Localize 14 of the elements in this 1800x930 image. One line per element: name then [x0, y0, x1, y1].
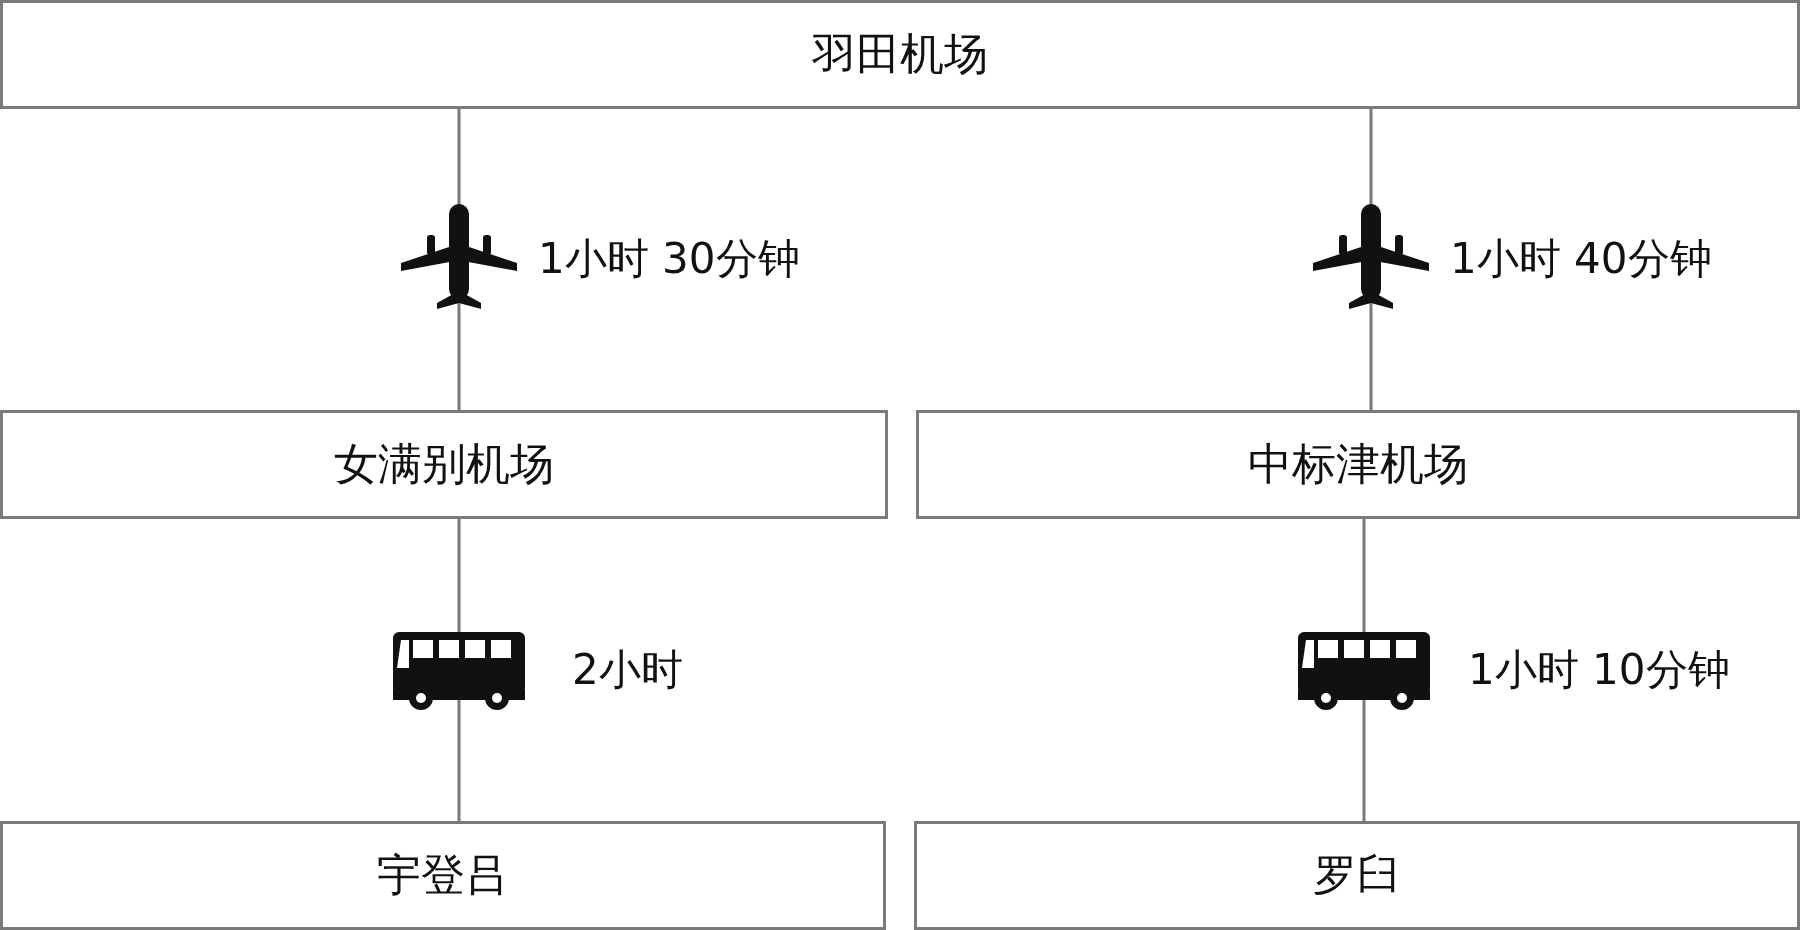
travel-time: 1小时 10分钟 [1468, 649, 1730, 691]
place-box [0, 0, 1800, 109]
place-name: 宇登吕 [377, 848, 509, 902]
travel-time: 1小时 40分钟 [1450, 238, 1712, 280]
travel-time: 1小时 30分钟 [538, 238, 800, 280]
place-name: 羽田机场 [812, 27, 988, 81]
travel-time: 2小时 [572, 649, 683, 691]
place-box [0, 821, 886, 930]
place-name: 女满别机场 [334, 437, 554, 491]
place-box [914, 821, 1800, 930]
place-box [916, 410, 1800, 519]
place-box [0, 410, 888, 519]
place-name: 中标津机场 [1248, 437, 1468, 491]
place-name: 罗臼 [1313, 848, 1401, 902]
